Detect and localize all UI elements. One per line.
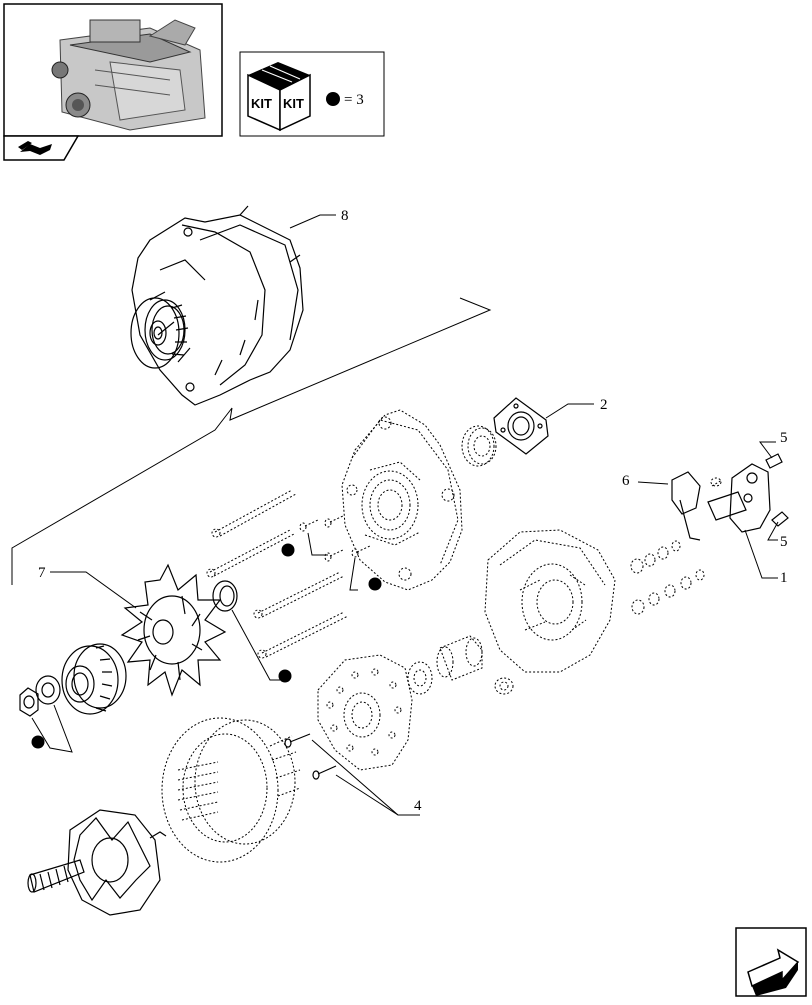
kit-bullet-icon [278,669,292,683]
callout-2[interactable]: 2 [600,397,608,413]
engine-thumbnail[interactable] [3,3,223,161]
small-cap[interactable] [494,677,514,695]
kit-bullet-icon [368,577,382,591]
callout-4[interactable]: 4 [414,798,422,814]
kit-bullet-icon [326,92,340,106]
callout-1-leader [744,529,778,579]
nut-and-washer[interactable] [19,675,61,717]
kit-box-icon: KIT KIT [247,62,311,132]
part-8-alternator-assembly[interactable] [130,205,304,406]
callout-8[interactable]: 8 [341,208,349,224]
kit-label-left: KIT [251,96,272,111]
part-4-screws[interactable] [284,733,337,780]
callout-5-top[interactable]: 5 [780,430,788,446]
callout-6[interactable]: 6 [622,473,630,489]
stator[interactable] [161,717,301,863]
drive-end-housing[interactable] [341,409,463,591]
callout-5-bottom[interactable]: 5 [780,534,788,550]
section-break-line [11,297,492,585]
kit-label-right: KIT [283,96,304,111]
screw-5-top[interactable] [765,453,783,469]
callout-5a-leader [759,441,776,459]
kit-bullet-icon [31,735,45,749]
part-7-fan[interactable] [120,563,227,697]
rear-bearing[interactable] [407,661,433,695]
callout-7-leader [50,571,137,609]
callout-1[interactable]: 1 [780,570,788,586]
kit-quantity: = 3 [344,92,364,108]
callout-5b-leader [767,521,779,541]
kit-bullet-icon [281,543,295,557]
through-bolts[interactable] [206,489,349,659]
slip-ring-end-housing[interactable] [484,529,616,673]
next-page-arrow-icon[interactable] [735,927,807,997]
spacer-ring[interactable] [212,580,238,612]
callout-6-leader [637,481,669,485]
pulley[interactable] [61,643,127,715]
engine-icon [51,19,206,131]
callout-2-leader [545,403,594,419]
ball-bearing[interactable] [461,425,497,467]
part-1-regulator[interactable] [707,463,771,533]
rectifier-plate[interactable] [317,654,413,771]
rotor[interactable] [27,809,167,916]
bearing-sleeve[interactable] [436,635,483,681]
kit-legend: KIT KIT = 3 [239,51,385,137]
callout-7[interactable]: 7 [38,565,46,581]
part-2-bearing-plate[interactable] [493,397,549,455]
small-screws[interactable] [299,515,371,591]
small-bolt[interactable] [710,477,723,487]
callout-8-leader [289,214,336,229]
section-back-icon[interactable] [18,141,52,155]
terminal-washers[interactable] [630,540,705,615]
part-6-brush-holder[interactable] [671,471,701,541]
screw-5-bottom[interactable] [771,511,789,527]
